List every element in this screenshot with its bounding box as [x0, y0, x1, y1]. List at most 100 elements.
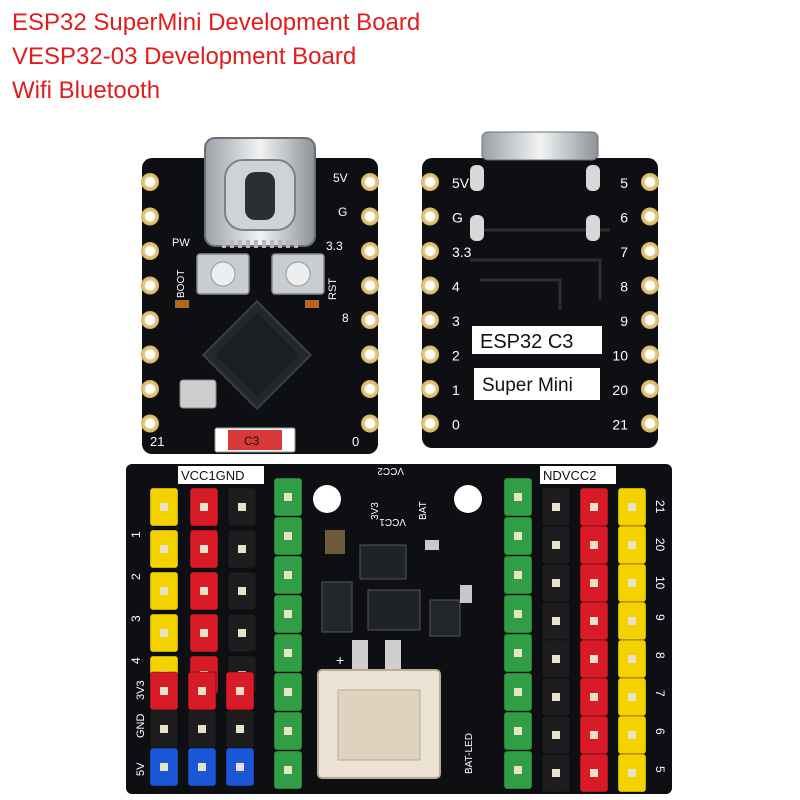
- castellated-pad: [141, 173, 159, 191]
- red-power-pin: [189, 571, 219, 611]
- yellow-signal-pin: [149, 571, 179, 611]
- yellow-signal-pin: [617, 601, 647, 641]
- black-gnd-pin: [149, 709, 179, 749]
- castellated-pad: [141, 380, 159, 398]
- castellated-pad: [641, 276, 659, 295]
- vcc1-label: VCC1: [379, 516, 406, 527]
- blue-5v-pin: [149, 747, 179, 787]
- castellated-pad: [641, 311, 659, 329]
- antenna-label: C3: [244, 434, 260, 448]
- castellated-pad: [141, 311, 159, 329]
- castellated-pad: [361, 380, 379, 398]
- black-ground-pin: [541, 525, 571, 565]
- left-pin-number: 2: [129, 573, 143, 580]
- red-3v3-pin: [187, 671, 217, 711]
- svg-text:+: +: [336, 652, 344, 668]
- back-pin-label: 10: [612, 348, 628, 364]
- right-pin-number: 8: [653, 652, 667, 659]
- green-socket-right: [503, 711, 533, 751]
- black-gnd-pin: [225, 709, 255, 749]
- castellated-pad: [641, 345, 659, 364]
- castellated-pad: [641, 414, 659, 433]
- castellated-pad: [641, 173, 659, 191]
- castellated-pad: [421, 345, 439, 364]
- black-ground-pin: [541, 487, 571, 527]
- black-ground-pin: [541, 601, 571, 641]
- red-power-pin: [579, 563, 609, 603]
- 3v3-center-label: 3V3: [370, 502, 381, 520]
- castellated-pad: [361, 311, 379, 329]
- front-label-rst: RST: [327, 278, 339, 300]
- blue-5v-pin: [225, 747, 255, 787]
- product-title: ESP32 SuperMini Development Board VESP32…: [12, 6, 420, 108]
- yellow-signal-pin: [617, 487, 647, 527]
- chip-label-box: [472, 326, 602, 354]
- left-power-label: GND: [135, 714, 147, 739]
- right-pin-number: 21: [653, 500, 667, 514]
- green-socket-left: [273, 633, 303, 673]
- back-pin-label: G: [452, 210, 463, 226]
- green-socket-left: [273, 750, 303, 790]
- green-socket-right: [503, 594, 533, 634]
- bat-label: BAT: [418, 501, 429, 520]
- red-3v3-pin: [225, 671, 255, 711]
- green-socket-right: [503, 516, 533, 556]
- mount-hole-right: [454, 485, 482, 513]
- usb-c-edge: [481, 131, 599, 161]
- castellated-pad: [421, 173, 439, 191]
- chip-label: ESP32 C3: [480, 331, 573, 353]
- green-socket-left: [273, 711, 303, 751]
- back-pin-label: 2: [452, 348, 460, 364]
- black-ground-pin: [541, 677, 571, 717]
- castellated-pad: [641, 242, 659, 260]
- black-gnd-pin: [187, 709, 217, 749]
- right-pin-number: 7: [653, 690, 667, 697]
- black-ground-pin: [227, 529, 257, 569]
- castellated-pad: [141, 242, 159, 260]
- front-label-8: 8: [342, 311, 349, 325]
- green-socket-right: [503, 750, 533, 790]
- back-pin-label: 9: [620, 313, 628, 329]
- yellow-signal-pin: [617, 677, 647, 717]
- board-label-box: [474, 368, 600, 400]
- vcc2-label: VCC2: [377, 465, 404, 476]
- back-pin-label: 0: [452, 417, 460, 433]
- red-power-pin: [189, 613, 219, 653]
- ndvcc2-label: NDVCC2: [543, 468, 596, 483]
- front-label-boot: BOOT: [176, 270, 187, 298]
- right-pin-number: 10: [653, 576, 667, 590]
- front-label-21: 21: [150, 434, 164, 449]
- front-label-g: G: [338, 205, 347, 219]
- red-power-pin: [579, 715, 609, 755]
- right-pin-number: 9: [653, 614, 667, 621]
- right-pin-number: 5: [653, 766, 667, 773]
- red-power-pin: [579, 525, 609, 565]
- castellated-pad: [421, 207, 439, 226]
- back-pin-label: 3: [452, 313, 460, 329]
- title-line-2: VESP32-03 Development Board: [12, 43, 357, 70]
- title-line-3: Wifi Bluetooth: [12, 77, 161, 104]
- left-pin-headers: [149, 487, 257, 787]
- black-ground-pin: [227, 571, 257, 611]
- crystal: [179, 379, 217, 409]
- bat-led-label: BAT-LED: [464, 733, 475, 774]
- red-3v3-pin: [149, 671, 179, 711]
- front-label-0: 0: [352, 434, 359, 449]
- front-right-pads: [361, 173, 379, 433]
- left-pin-number: 1: [129, 531, 143, 538]
- castellated-pad: [141, 345, 159, 364]
- castellated-pad: [361, 173, 379, 191]
- black-ground-pin: [541, 563, 571, 603]
- left-pin-number: 3: [129, 615, 143, 622]
- back-pin-label: 3.3: [452, 244, 472, 260]
- title-line-1: ESP32 SuperMini Development Board: [12, 9, 421, 36]
- castellated-pad: [361, 276, 379, 295]
- castellated-pad: [361, 345, 379, 364]
- mount-hole-left: [313, 485, 341, 513]
- esp32-c3-chip: [201, 299, 313, 411]
- back-pin-label: 1: [452, 382, 460, 398]
- green-socket-left: [273, 477, 303, 517]
- green-socket-left: [273, 516, 303, 556]
